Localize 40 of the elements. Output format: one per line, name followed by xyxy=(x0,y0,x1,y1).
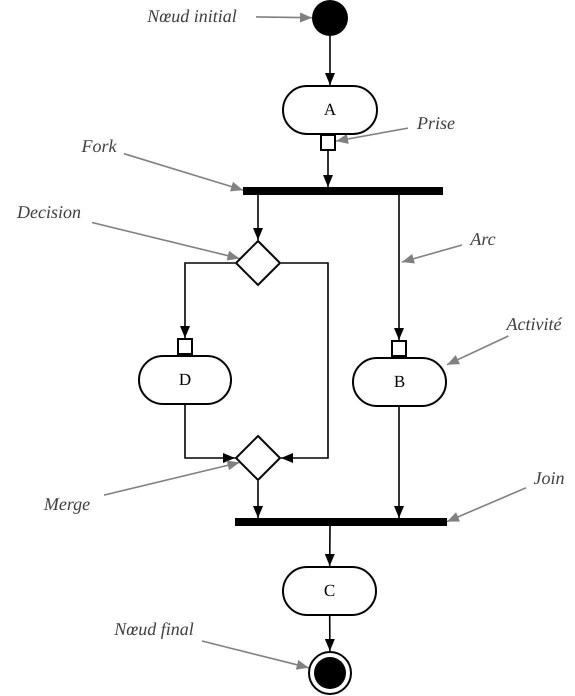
annotation-label: Merge xyxy=(30,492,104,516)
arrow xyxy=(394,407,404,518)
activity-node: D xyxy=(138,355,232,405)
annotation-label: Nœud final xyxy=(98,617,210,641)
arrow xyxy=(324,526,335,566)
pin-square xyxy=(320,134,336,151)
leader-line xyxy=(446,335,509,366)
annotation-label: Arc xyxy=(462,227,504,251)
arrow xyxy=(253,481,263,518)
arrow xyxy=(394,195,404,340)
annotation-label: Activité xyxy=(494,312,574,336)
annotation-label: Fork xyxy=(74,134,124,158)
annotation-label: Decision xyxy=(6,200,92,224)
activity-node: B xyxy=(352,357,447,407)
activity-node: C xyxy=(282,566,377,616)
annotation-label: Nœud initial xyxy=(128,4,256,28)
decision-diamond xyxy=(235,435,281,481)
leader-line xyxy=(104,460,240,496)
leader-line xyxy=(336,127,408,144)
annotation-label: Join xyxy=(526,466,572,490)
arrow xyxy=(180,262,235,338)
activity-node: A xyxy=(282,85,378,135)
pin-square xyxy=(177,338,193,355)
arrow xyxy=(281,262,329,463)
leader-line xyxy=(256,12,312,23)
arrow xyxy=(324,616,335,651)
sync-bar xyxy=(235,518,447,526)
arrow xyxy=(325,36,335,85)
arrow xyxy=(323,151,333,187)
annotation-label: Prise xyxy=(408,111,464,135)
leader-line xyxy=(202,640,309,670)
leader-line xyxy=(92,222,240,260)
leader-line xyxy=(402,244,462,264)
sync-bar xyxy=(243,187,443,195)
decision-diamond xyxy=(235,240,281,286)
leader-line xyxy=(446,487,526,522)
pin-square xyxy=(391,340,407,357)
leader-line xyxy=(124,152,244,192)
arrow xyxy=(253,195,263,240)
arrow xyxy=(184,405,235,463)
